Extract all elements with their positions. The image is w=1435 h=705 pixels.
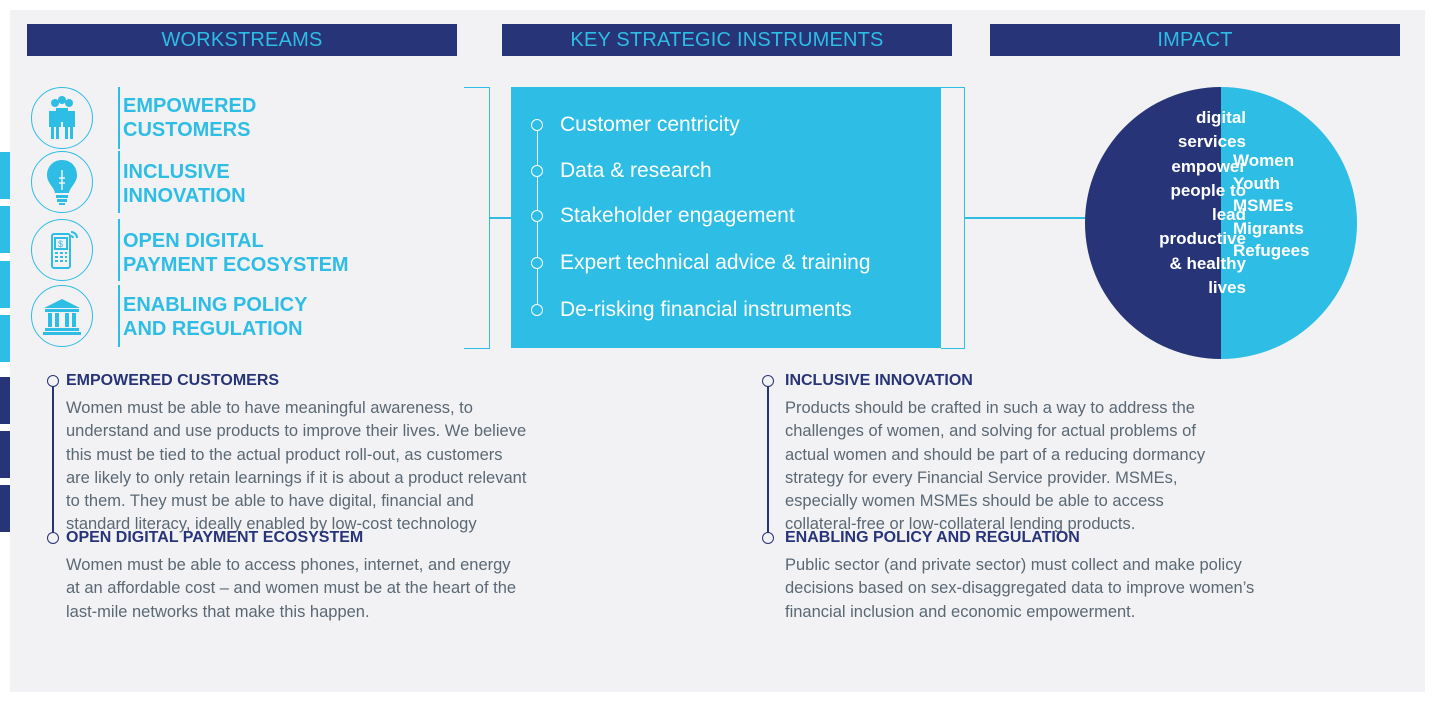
- edge-tab: [0, 261, 10, 308]
- workstream-divider: [118, 219, 120, 281]
- detail-line: at an affordable cost – and women must b…: [66, 579, 517, 598]
- bullet-circle-icon: [531, 304, 543, 316]
- bullet-circle-icon: [531, 119, 543, 131]
- workstream-label-line: ENABLING POLICY: [123, 294, 308, 316]
- detail-body-enabling-policy: Public sector (and private sector) must …: [785, 554, 1254, 624]
- detail-body-empowered-customers: Women must be able to have meaningful aw…: [66, 397, 526, 537]
- workstream-label-line: OPEN DIGITAL: [123, 230, 264, 252]
- workstream-label-line: INCLUSIVE: [123, 161, 230, 183]
- workstream-label-line: PAYMENT ECOSYSTEM: [123, 254, 349, 276]
- bullet-circle-icon: [531, 257, 543, 269]
- instruments-box: [511, 87, 941, 348]
- detail-title-enabling-policy: ENABLING POLICY AND REGULATION: [785, 529, 1080, 546]
- workstream-open-digital-payment: OPEN DIGITAL PAYMENT ECOSYSTEM: [123, 229, 349, 277]
- bullet-circle-icon: [531, 210, 543, 222]
- connector-line: [964, 217, 1085, 219]
- impact-groups-list: Women Youth MSMEs Migrants Refugees: [1233, 150, 1310, 263]
- edge-tab: [0, 431, 10, 478]
- connector-line: [489, 217, 511, 219]
- detail-title-inclusive-innovation: INCLUSIVE INNOVATION: [785, 372, 973, 389]
- workstream-label-line: EMPOWERED: [123, 95, 257, 117]
- detail-timeline: [767, 384, 769, 539]
- detail-title-empowered-customers: EMPOWERED CUSTOMERS: [66, 372, 280, 389]
- impact-statement-line: lives: [1208, 278, 1246, 298]
- detail-line: collateral-free or low-collateral lendin…: [785, 515, 1136, 534]
- detail-body-open-digital-payment: Women must be able to access phones, int…: [66, 554, 516, 624]
- impact-statement-line: services: [1177, 132, 1246, 152]
- detail-line: standard literacy, ideally enabled by lo…: [66, 515, 477, 534]
- edge-tab: [0, 206, 10, 253]
- bullet-circle-icon: [762, 375, 774, 387]
- detail-line: to them. They must be able to have digit…: [66, 492, 474, 511]
- detail-line: Products should be crafted in such a way…: [785, 399, 1195, 417]
- bullet-circle-icon: [47, 375, 59, 387]
- impact-group: Refugees: [1233, 241, 1310, 260]
- bullet-circle-icon: [47, 532, 59, 544]
- instrument-item: Customer centricity: [560, 113, 740, 136]
- detail-line: this must be tied to the actual product …: [66, 445, 503, 464]
- impact-group: MSMEs: [1233, 196, 1294, 215]
- edge-tab: [0, 485, 10, 532]
- impact-statement-line: productive: [1159, 229, 1246, 249]
- impact-statement-line: digital: [1195, 108, 1246, 127]
- impact-statement-line: people to: [1170, 180, 1246, 200]
- detail-line: actual women and should be part of a red…: [785, 445, 1206, 464]
- workstream-divider: [118, 87, 120, 149]
- detail-body-inclusive-innovation: Products should be crafted in such a way…: [785, 397, 1205, 537]
- impact-statement-line: lead: [1211, 205, 1246, 225]
- detail-line: understand and use products to improve t…: [66, 422, 527, 441]
- instrument-item: De-risking financial instruments: [560, 298, 852, 321]
- detail-timeline: [52, 384, 54, 539]
- workstream-inclusive-innovation: INCLUSIVE INNOVATION: [123, 160, 246, 208]
- bullet-circle-icon: [531, 165, 543, 177]
- impact-group: Youth: [1233, 173, 1280, 193]
- people-group-icon: [31, 87, 93, 149]
- detail-line: Women must be able to have meaningful aw…: [66, 399, 473, 417]
- detail-line: Women must be able to access phones, int…: [66, 556, 511, 574]
- light-bulb-icon: [31, 151, 93, 213]
- detail-line: especially women MSMEs should be able to…: [785, 492, 1164, 511]
- impact-statement-line: empower: [1171, 156, 1246, 176]
- impact-circle: [1085, 87, 1357, 359]
- bank-building-icon: [31, 285, 93, 347]
- impact-statement: digital services empower people to lead …: [1150, 106, 1246, 300]
- edge-tab: [0, 377, 10, 424]
- impact-statement-line: & healthy: [1169, 253, 1246, 273]
- workstream-enabling-policy: ENABLING POLICY AND REGULATION: [123, 293, 307, 341]
- workstream-empowered-customers: EMPOWERED CUSTOMERS: [123, 94, 256, 142]
- workstreams-bracket: [464, 87, 490, 349]
- impact-right-half: [1221, 87, 1357, 359]
- workstream-divider: [118, 285, 120, 347]
- mobile-phone-icon: $: [31, 219, 93, 281]
- detail-line: decisions based on sex-disaggregated dat…: [785, 579, 1255, 598]
- workstreams-header: WORKSTREAMS: [27, 24, 457, 56]
- instrument-item: Stakeholder engagement: [560, 204, 795, 227]
- impact-group: Migrants: [1233, 218, 1304, 238]
- impact-header: IMPACT: [990, 24, 1400, 56]
- workstream-label-line: INNOVATION: [123, 185, 246, 207]
- detail-title-open-digital-payment: OPEN DIGITAL PAYMENT ECOSYSTEM: [66, 529, 364, 546]
- instrument-item: Expert technical advice & training: [560, 251, 871, 274]
- impact-left-half: [1085, 87, 1221, 359]
- edge-tab: [0, 315, 10, 362]
- detail-line: challenges of women, and solving for act…: [785, 422, 1196, 441]
- detail-line: financial inclusion and economic empower…: [785, 602, 1136, 621]
- workstream-label-line: AND REGULATION: [123, 318, 303, 340]
- bullet-circle-icon: [762, 532, 774, 544]
- detail-line: strategy for every Financial Service pro…: [785, 468, 1178, 487]
- workstream-divider: [118, 151, 120, 213]
- impact-group: Women: [1233, 151, 1295, 170]
- instruments-header: KEY STRATEGIC INSTRUMENTS: [502, 24, 952, 56]
- edge-tab: [0, 152, 10, 199]
- detail-line: are likely to only retain learnings if i…: [66, 468, 527, 487]
- detail-line: last-mile networks that make this happen…: [66, 602, 370, 621]
- instrument-item: Data & research: [560, 159, 712, 182]
- workstream-label-line: CUSTOMERS: [123, 119, 251, 141]
- svg-text:$: $: [58, 239, 63, 249]
- detail-line: Public sector (and private sector) must …: [785, 556, 1242, 574]
- instruments-bracket: [941, 87, 965, 349]
